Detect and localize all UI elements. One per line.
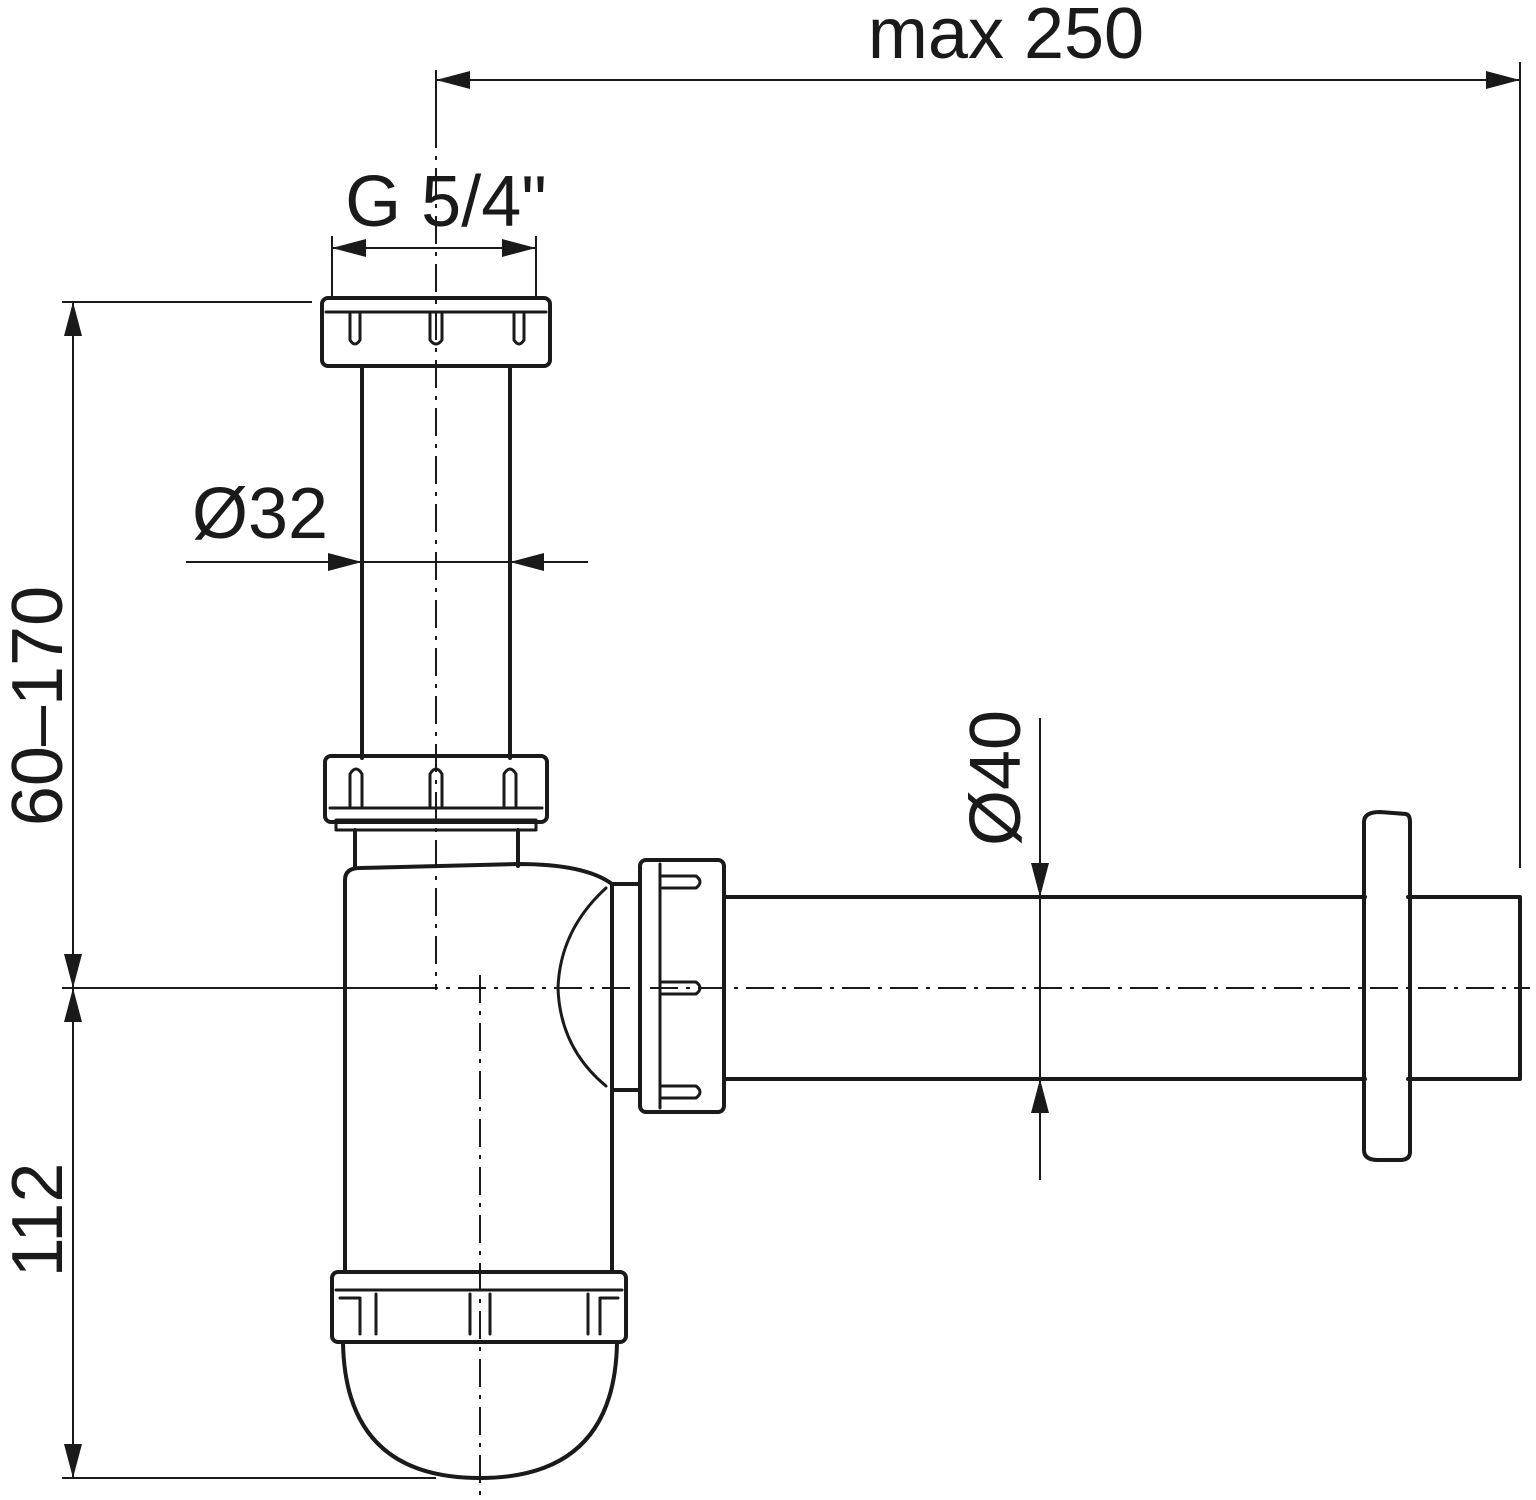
- wall-rosette: [1362, 810, 1412, 1162]
- label-inlet-diameter: Ø32: [192, 474, 328, 554]
- center-lines: [410, 120, 1530, 1495]
- dimension-trap-height: [62, 988, 436, 1479]
- label-thread-size: G 5/4": [345, 162, 547, 242]
- dimension-max-250: [435, 62, 1521, 868]
- label-trap-height: 112: [0, 1163, 78, 1278]
- outlet-pipe: [722, 895, 1522, 1081]
- dimension-inlet-diameter: [186, 553, 588, 571]
- dimension-adjustable-height: [62, 301, 410, 989]
- label-adjustable-height: 60–170: [0, 586, 78, 826]
- label-max-length: max 250: [868, 0, 1144, 74]
- side-nut: [638, 858, 726, 1114]
- trap-body: [330, 828, 642, 1480]
- label-outlet-diameter: Ø40: [956, 710, 1036, 846]
- middle-nut: [323, 754, 549, 832]
- dimension-thread: [331, 236, 537, 296]
- top-nut: [320, 296, 552, 368]
- dimension-outlet-diameter: [1031, 718, 1049, 1180]
